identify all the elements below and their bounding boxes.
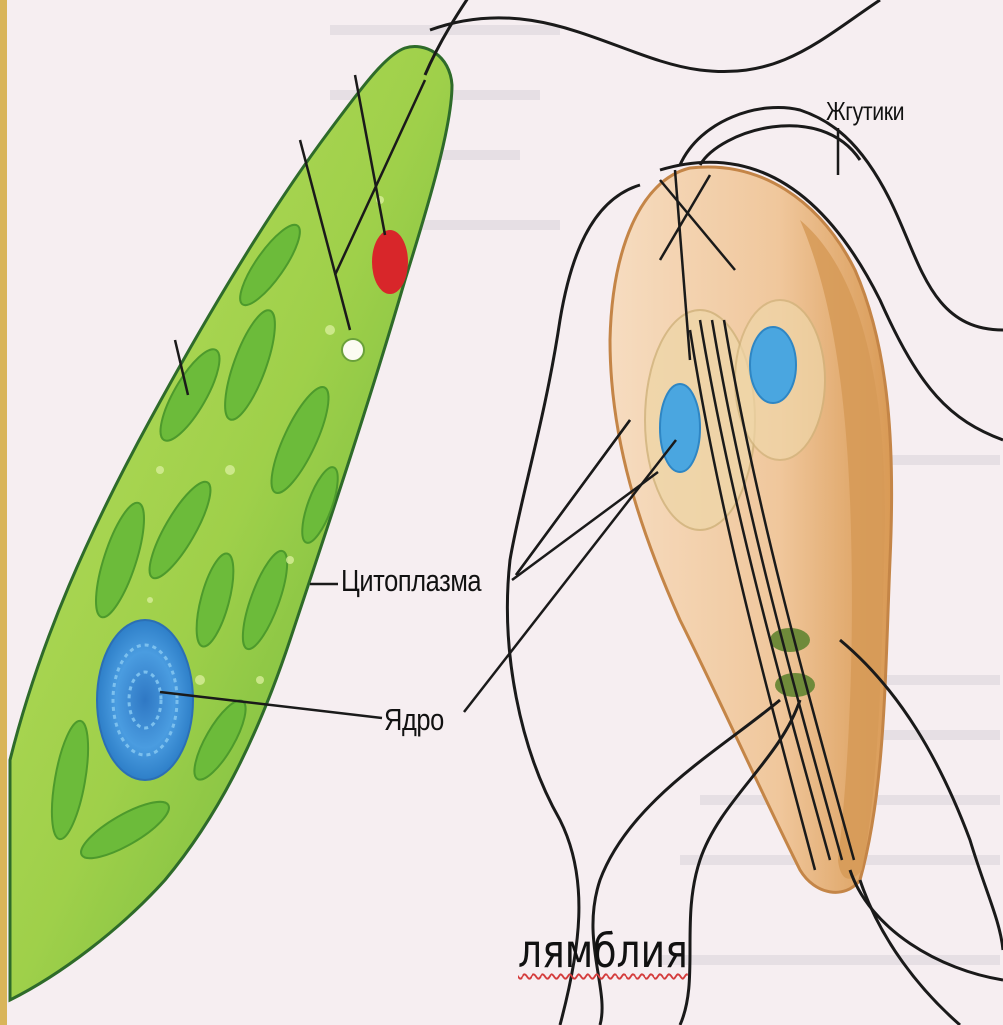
giardia-nucleus-left <box>660 384 700 472</box>
euglena-nucleus <box>97 620 193 780</box>
euglena-body <box>10 47 452 1000</box>
vacuole <box>342 339 364 361</box>
euglena-cell <box>10 0 470 1000</box>
median-body-1 <box>770 628 810 652</box>
label-cytoplasm: Цитоплазма <box>341 563 481 599</box>
giardia-nucleus-right <box>750 327 796 403</box>
label-nucleus: Ядро <box>384 702 444 738</box>
label-flagella: Жгутики <box>826 96 904 127</box>
label-organism-name: лямблия <box>518 924 688 978</box>
eyespot <box>372 230 408 294</box>
